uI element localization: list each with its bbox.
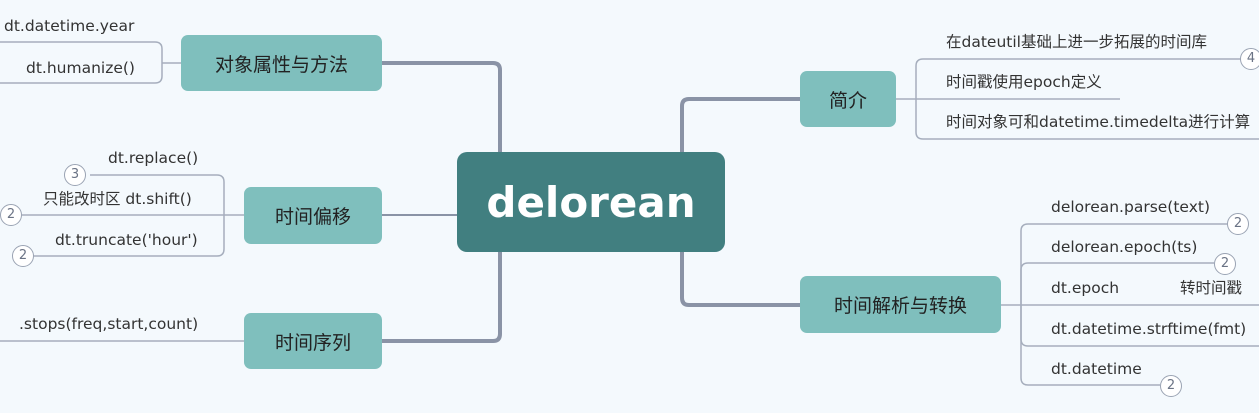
- count-badge-replace[interactable]: 3: [64, 164, 86, 186]
- count-badge-dt-datetime[interactable]: 2: [1160, 375, 1182, 397]
- leaf-delorean-epoch[interactable]: delorean.epoch(ts): [1051, 238, 1198, 256]
- leaf-shift[interactable]: 只能改时区 dt.shift(): [43, 190, 192, 208]
- leaf-stops[interactable]: .stops(freq,start,count): [19, 315, 199, 333]
- leaf-intro-dateutil[interactable]: 在dateutil基础上进一步拓展的时间库: [946, 33, 1207, 51]
- connector-attrs: [380, 61, 502, 154]
- branch-time-offset[interactable]: 时间偏移: [244, 187, 382, 244]
- leaf-dt-datetime[interactable]: dt.datetime: [1051, 360, 1142, 378]
- count-badge-truncate[interactable]: 2: [12, 245, 34, 267]
- leaf-dt-epoch[interactable]: dt.epoch: [1051, 279, 1120, 297]
- connector-series: [380, 250, 502, 343]
- leaf-datetime-year[interactable]: dt.datetime.year: [4, 17, 135, 35]
- leaf-strftime[interactable]: dt.datetime.strftime(fmt): [1051, 320, 1247, 338]
- branch-object-attributes[interactable]: 对象属性与方法: [181, 35, 382, 91]
- count-badge-parse[interactable]: 2: [1227, 213, 1249, 235]
- branch-parse-convert[interactable]: 时间解析与转换: [800, 276, 1001, 333]
- connector-intro: [680, 97, 802, 154]
- leaf-humanize[interactable]: dt.humanize(): [26, 59, 135, 77]
- count-badge-shift[interactable]: 2: [0, 204, 22, 226]
- leaf-intro-epoch[interactable]: 时间戳使用epoch定义: [946, 73, 1102, 91]
- leaf-truncate[interactable]: dt.truncate('hour'): [55, 231, 198, 249]
- leaf-replace[interactable]: dt.replace(): [108, 149, 199, 167]
- branch-introduction[interactable]: 简介: [800, 71, 896, 127]
- branch-time-series[interactable]: 时间序列: [244, 313, 382, 369]
- leaf-intro-timedelta[interactable]: 时间对象可和datetime.timedelta进行计算: [946, 113, 1251, 131]
- connector-parse: [680, 250, 802, 307]
- leaf-delorean-parse[interactable]: delorean.parse(text): [1051, 198, 1210, 216]
- note-to-timestamp: 转时间戳: [1180, 279, 1243, 297]
- root-topic-delorean[interactable]: delorean: [457, 152, 725, 252]
- count-badge-intro[interactable]: 4: [1240, 48, 1259, 70]
- count-badge-delorean-epoch[interactable]: 2: [1214, 253, 1236, 275]
